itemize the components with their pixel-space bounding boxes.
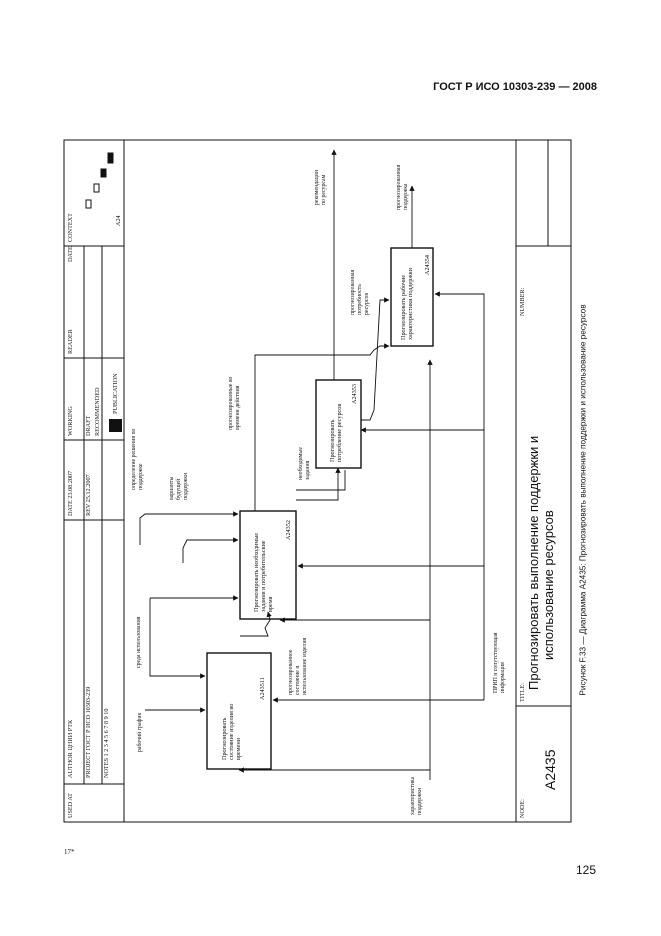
label-support-decision: определение решения поподдержке [131,428,144,490]
corner-mark: 17* [64,848,75,856]
label-line: поддержки [417,788,423,815]
project-label: PROJECT ГОСТ Р ИСО 10303-239 [85,687,92,778]
label-line: будущей [175,479,182,500]
label-needed-tasks: необходимыезадания [297,447,311,480]
arrow-predicted-time [254,343,390,511]
label-line: прогнозированная [350,270,356,315]
draft-label: DRAFT [85,415,92,436]
label-line: поддержке [138,463,144,490]
label-line: необходимые [297,447,304,480]
label-line: поддержка [403,183,409,210]
arrow-predicted-time-link [296,470,346,491]
label-predicted-support: прогнозированнаяподдержка [396,165,409,210]
box-4-label: Прогнозировать рабочиехарактеристики под… [400,267,414,340]
label-line: определение решения по [131,428,137,490]
diagram-title-line1: Прогнозировать выполнение поддержки и [526,436,541,690]
label-line: использование изделия [302,637,308,695]
node-label: NODE: [519,799,526,818]
label-line: Прогнозировать [329,419,336,462]
label-support-variants: вариантыбудущейподдержки [169,473,189,500]
label-line: характеристики поддержки [407,267,414,340]
label-line: по ресурсам [321,174,327,205]
label-predicted-demand: прогнозированнаяпотребностьресурсов [350,270,370,315]
label-line: прогнозированная [396,165,402,210]
arrow-needed-tasks [296,467,341,501]
context-node: A24 [115,215,122,226]
diagram-title: Прогнозировать выполнение поддержки и ис… [526,432,556,690]
label-resource-rec: рекомендациипо ресурсам [314,170,327,205]
label-line: состояние изделия во [228,704,235,760]
label-line: задания и потребительские [260,540,267,612]
label-line: потребление ресурсов [336,404,343,462]
date-label: DATE 23.08.2007 [67,471,74,516]
label-work-graph: рабочий график [136,713,143,752]
box-1-id: A243511 [259,677,266,700]
publication-label: PUBLICATION [112,373,119,414]
label-line: времени действия [234,385,241,430]
label-line: Прогнозировать рабочие [400,275,407,340]
label-line: потребность [356,284,363,315]
label-line: время [267,596,274,612]
rev-label: REV 25.12.2007 [85,474,92,516]
arrow-usage-env-1 [149,598,206,679]
arrow-support-variants [182,537,239,563]
reader-label: READER [67,328,74,354]
box-3-label: Прогнозироватьпотребление ресурсов [329,404,343,462]
context-icon [85,152,114,209]
box-1-label: Прогнозироватьсостояние изделия вовремен… [221,704,242,760]
label-line: прогнозированное [288,649,294,695]
label-line: варианты [169,477,175,500]
label-line: Прогнозировать [221,717,228,760]
author-label: AUTHOR ЦНИИ РТК [67,719,74,778]
diagram-title-line2: использование ресурсов [541,510,556,660]
label-line: ПРИП и сопутствующая [493,632,499,693]
box-3-id: A24353 [351,384,358,404]
label-predicted-time: прогнозированные вовремени действия [228,376,241,430]
label-line: Прогнозировать необходимые [253,533,260,612]
box-4-id: A24354 [424,255,431,275]
label-line: поддержки [183,473,189,500]
reader-date-label: DATE [67,246,74,262]
page-number: 125 [576,863,597,877]
box-2-label: Прогнозировать необходимыезадания и потр… [253,533,274,612]
context-label: CONTEXT [67,213,74,242]
arrow-predicted-state [240,611,272,637]
frame [63,139,572,823]
recommended-label: RECOMMENDED [94,387,101,436]
label-line: прогнозированные во [228,376,234,430]
label-line: ресурсов [364,293,370,315]
box-2-id: A24352 [285,520,292,540]
box-2[interactable] [239,510,297,620]
node-value: A2435 [542,749,558,790]
label-line: состояние и [295,666,301,695]
label-support-char: характеристикаподдержки [410,776,423,815]
label-rules: ПРИП и сопутствующаяинформация [493,632,506,693]
label-line: характеристика [410,776,416,815]
working-label: WORKING [67,406,74,436]
title-label: TITLE: [519,683,526,702]
arrow-rules-4 [434,291,485,700]
label-line: информация [499,662,506,693]
arrow-predicted-demand [361,297,390,421]
label-line: рекомендации [314,170,320,205]
label-line: задания [305,460,311,480]
used-at-label: USED AT [67,793,74,818]
number-label: NUMBER: [519,288,526,316]
label-line: времени [235,737,242,760]
arrow-support-decision [139,511,239,545]
label-predicted-state: прогнозированноесостояние ииспользование… [288,637,308,695]
label-usage-env: среда использования [136,616,142,668]
notes-label: NOTES 1 2 3 4 5 6 7 8 9 10 [103,709,110,778]
status-mark [109,419,122,432]
page-header: ГОСТ Р ИСО 10303-239 — 2008 [433,81,597,93]
